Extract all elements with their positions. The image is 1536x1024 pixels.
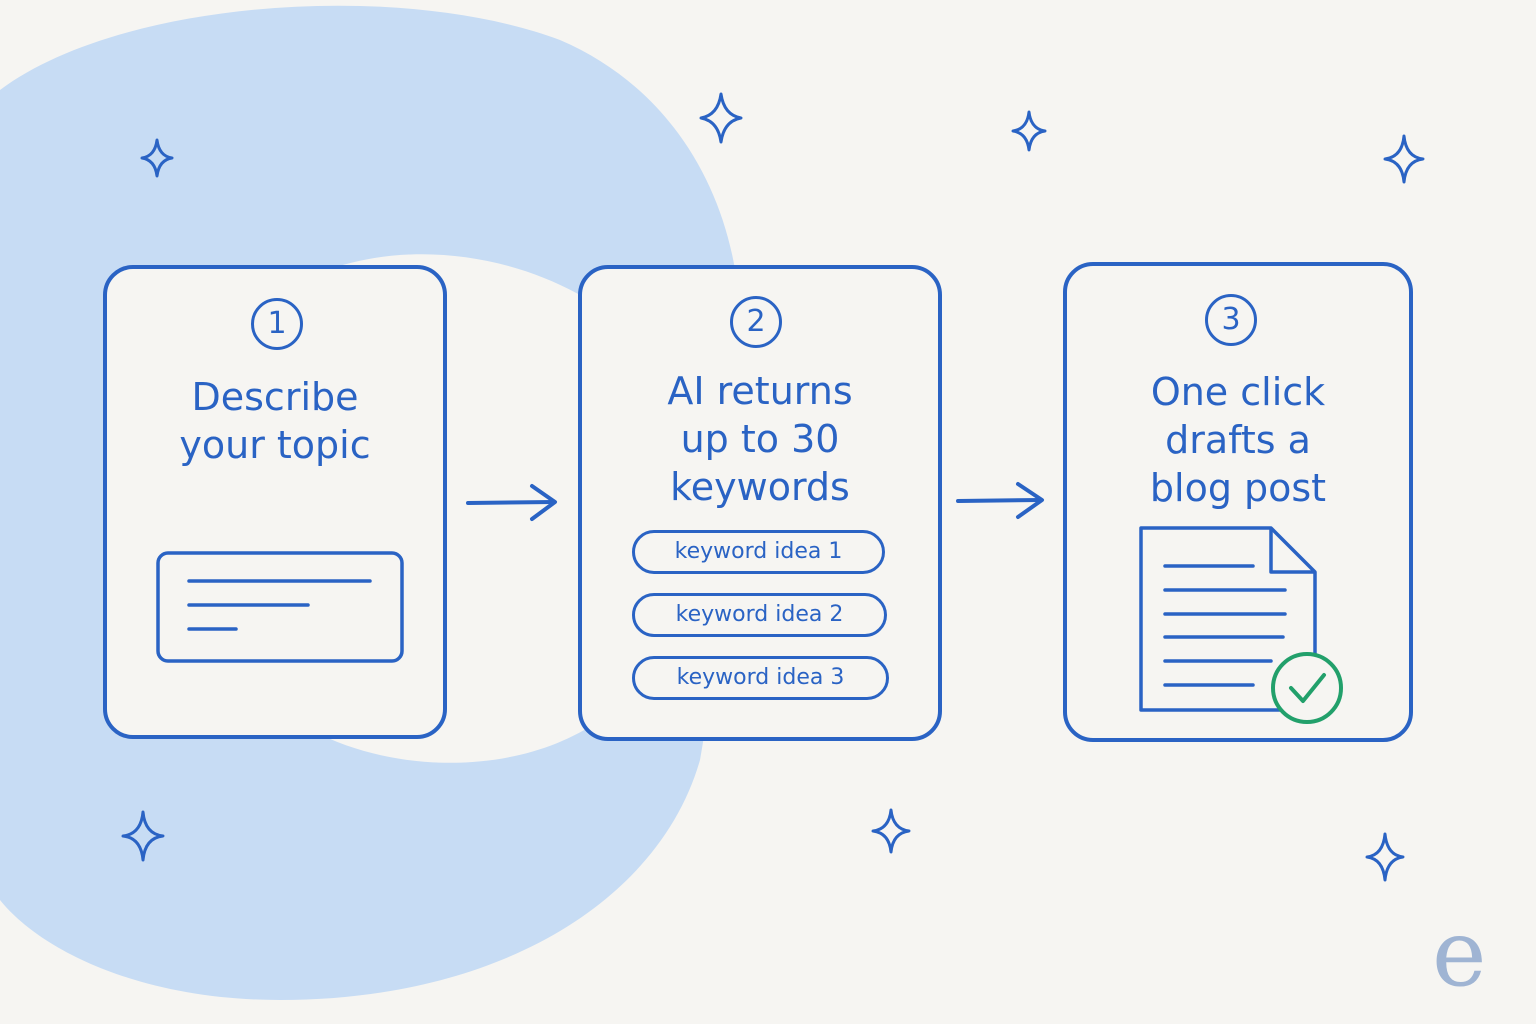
- step-card-1: 1 Describe your topic: [103, 265, 447, 739]
- keyword-pill-2: keyword idea 2: [632, 593, 887, 637]
- check-circle-icon: [1271, 652, 1343, 724]
- step-number-3: 3: [1205, 294, 1257, 346]
- sparkle-icon: [140, 138, 174, 178]
- sparkle-icon: [871, 808, 911, 854]
- keyword-pill-3: keyword idea 3: [632, 656, 889, 700]
- step-title-3: One click drafts a blog post: [1149, 370, 1327, 510]
- keyword-pill-1: keyword idea 1: [632, 530, 885, 574]
- sparkle-icon: [1011, 110, 1047, 152]
- background-blob: [0, 5, 741, 1001]
- arrow-right-icon: [956, 482, 1044, 519]
- step-title-2: AI returns up to 30 keywords: [667, 369, 853, 509]
- step-card-2: 2 AI returns up to 30 keywords keyword i…: [578, 265, 942, 741]
- sparkle-icon: [121, 810, 165, 862]
- step-number-2: 2: [730, 296, 782, 348]
- sparkle-icon: [1365, 832, 1405, 882]
- text-input-icon: [156, 551, 404, 663]
- sparkle-icon: [1383, 134, 1425, 184]
- document-icon: [1139, 526, 1343, 724]
- step-number-1: 1: [251, 298, 303, 350]
- sparkle-icon: [699, 92, 743, 144]
- step-title-1: Describe your topic: [179, 375, 371, 467]
- brand-logo: e: [1432, 900, 1487, 1007]
- step-card-3: 3 One click drafts a blog post: [1063, 262, 1413, 742]
- arrow-right-icon: [466, 484, 557, 521]
